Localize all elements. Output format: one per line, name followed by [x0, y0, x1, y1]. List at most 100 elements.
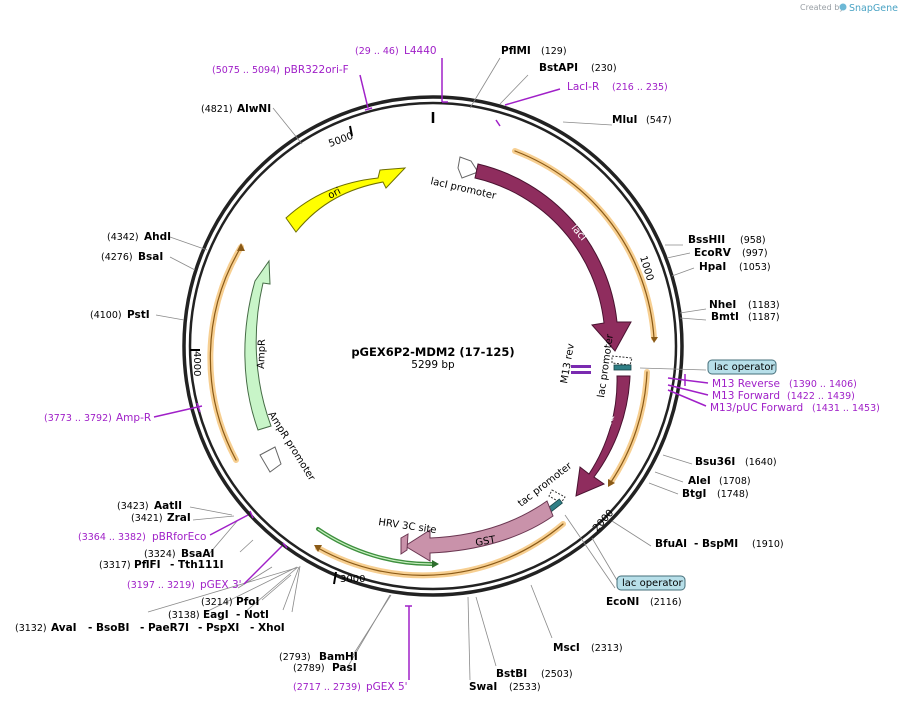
m13-rev-mark-2	[571, 371, 591, 374]
svg-text:(4276): (4276)	[101, 252, 133, 263]
lac-promoter-arrow	[611, 355, 633, 366]
svg-text:(129): (129)	[541, 46, 567, 57]
svg-text:(2503): (2503)	[541, 669, 573, 680]
primer-labels: (29 .. 46) L4440 (5075 .. 5094) pBR322or…	[44, 45, 880, 693]
m13-rev-label: M13 rev	[559, 343, 577, 385]
svg-text:(3197 .. 3219): (3197 .. 3219)	[127, 580, 195, 591]
svg-text:(3132): (3132)	[15, 623, 47, 634]
ampr-arrow	[244, 259, 272, 431]
site-bstbi: BstBI	[496, 668, 527, 680]
svg-text:(1053): (1053)	[739, 262, 771, 273]
site-alwni: AlwNI	[237, 103, 271, 115]
svg-text:(216 .. 235): (216 .. 235)	[612, 82, 668, 93]
lac-promoter-label: lac promoter	[596, 333, 616, 399]
site-ahdi: AhdI	[144, 231, 171, 243]
svg-text:(997): (997)	[742, 248, 768, 259]
primer-m13-puc-forward: M13/pUC Forward	[710, 402, 803, 414]
site-alei: AleI	[688, 475, 711, 487]
svg-text:(4342): (4342)	[107, 232, 139, 243]
svg-text:(29 .. 46): (29 .. 46)	[355, 46, 399, 57]
primer-m13-forward: M13 Forward	[712, 390, 780, 402]
primer-amp-r: Amp-R	[116, 412, 151, 424]
svg-text:(1640): (1640)	[745, 457, 777, 468]
primer-pgex5: pGEX 5'	[366, 681, 408, 693]
svg-text:(1431 .. 1453): (1431 .. 1453)	[812, 403, 880, 414]
site-psti: PstI	[127, 309, 150, 321]
backbone	[182, 95, 684, 597]
svg-text:(2313): (2313)	[591, 643, 623, 654]
svg-text:(2793): (2793)	[279, 652, 311, 663]
svg-text:(3214): (3214)	[201, 597, 233, 608]
site-bfuai: BfuAI	[655, 538, 687, 550]
lacza-arrow	[575, 375, 631, 497]
svg-text:(230): (230)	[591, 63, 617, 74]
svg-text:(547): (547)	[646, 115, 672, 126]
tick-3000: 3000	[340, 574, 365, 585]
tick-4000: 4000	[191, 351, 202, 376]
svg-text:- BspMI: - BspMI	[694, 538, 738, 550]
svg-text:(3773 .. 3792): (3773 .. 3792)	[44, 413, 112, 424]
snapgene-logo-icon	[839, 3, 847, 11]
primer-l4440: L4440	[404, 45, 437, 57]
site-pflmi: PflMI	[501, 45, 531, 57]
site-btgi: BtgI	[682, 488, 706, 500]
svg-text:(1910): (1910)	[752, 539, 784, 550]
orf-arcs	[207, 148, 658, 579]
site-bsai: BsaI	[138, 251, 163, 263]
leader-lines	[147, 57, 707, 681]
site-eagi: EagI	[203, 609, 229, 621]
plasmid-size: 5299 bp	[411, 359, 455, 371]
svg-text:(3421): (3421)	[131, 513, 163, 524]
laci-arrow	[474, 163, 632, 352]
svg-text:lac operator: lac operator	[622, 578, 683, 589]
svg-text:(2116): (2116)	[650, 597, 682, 608]
svg-text:- Tth111I: - Tth111I	[170, 559, 224, 571]
site-bsshii: BssHII	[688, 234, 725, 246]
primer-pgex3: pGEX 3'	[200, 579, 242, 591]
svg-text:(3324): (3324)	[144, 549, 176, 560]
primer-m13-reverse: M13 Reverse	[712, 378, 780, 390]
site-hpai: HpaI	[699, 261, 726, 273]
site-bsaai: BsaAI	[181, 548, 214, 560]
svg-text:(2533): (2533)	[509, 682, 541, 693]
site-ecorv: EcoRV	[694, 247, 732, 259]
site-bsu36i: Bsu36I	[695, 456, 735, 468]
lac-operator-1-mark	[613, 364, 632, 371]
svg-text:(1748): (1748)	[717, 489, 749, 500]
svg-text:(3423): (3423)	[117, 501, 149, 512]
site-bmti: BmtI	[711, 311, 739, 323]
site-pasi: PasI	[332, 662, 357, 674]
site-swai: SwaI	[469, 681, 497, 693]
site-bamhi: BamHI	[319, 651, 358, 663]
site-mlui: MluI	[612, 114, 637, 126]
site-labels: PflMI (129) BstAPI (230) MluI (547) BssH…	[15, 45, 784, 693]
svg-text:(3364 .. 3382): (3364 .. 3382)	[78, 532, 146, 543]
svg-text:(1183): (1183)	[748, 300, 780, 311]
ori-label: ori	[326, 186, 343, 202]
svg-text:Created by: Created by	[800, 3, 844, 12]
site-nhei: NheI	[709, 299, 736, 311]
ampr-promoter-label: AmpR promoter	[265, 410, 317, 484]
svg-text:(1187): (1187)	[748, 312, 780, 323]
svg-text:(3317): (3317)	[99, 560, 131, 571]
ampr-label: AmpR	[256, 339, 268, 369]
site-econi: EcoNI	[606, 596, 639, 608]
laci-promoter-arrow	[457, 156, 479, 179]
lac-operator-1-box: lac operator	[707, 359, 777, 375]
primer-marks	[153, 58, 709, 680]
primer-pbrforeco: pBRforEco	[152, 531, 206, 543]
svg-text:SnapGene: SnapGene	[849, 3, 898, 14]
svg-text:- PaeR7I: - PaeR7I	[140, 622, 189, 634]
gst-label: GST	[475, 534, 498, 548]
svg-text:- BsoBI: - BsoBI	[88, 622, 129, 634]
plasmid-title: pGEX6P2-MDM2 (17-125)	[351, 345, 514, 359]
lac-operator-2-box: lac operator	[616, 575, 686, 591]
primer-laci-r: LacI-R	[567, 81, 599, 93]
svg-text:- NotI: - NotI	[236, 609, 269, 621]
svg-text:(1708): (1708)	[719, 476, 751, 487]
svg-text:- XhoI: - XhoI	[250, 622, 285, 634]
primer-pbr322ori-f: pBR322ori-F	[284, 64, 349, 76]
site-pfoi: PfoI	[236, 596, 259, 608]
hrv-label: HRV 3C site	[378, 517, 437, 536]
